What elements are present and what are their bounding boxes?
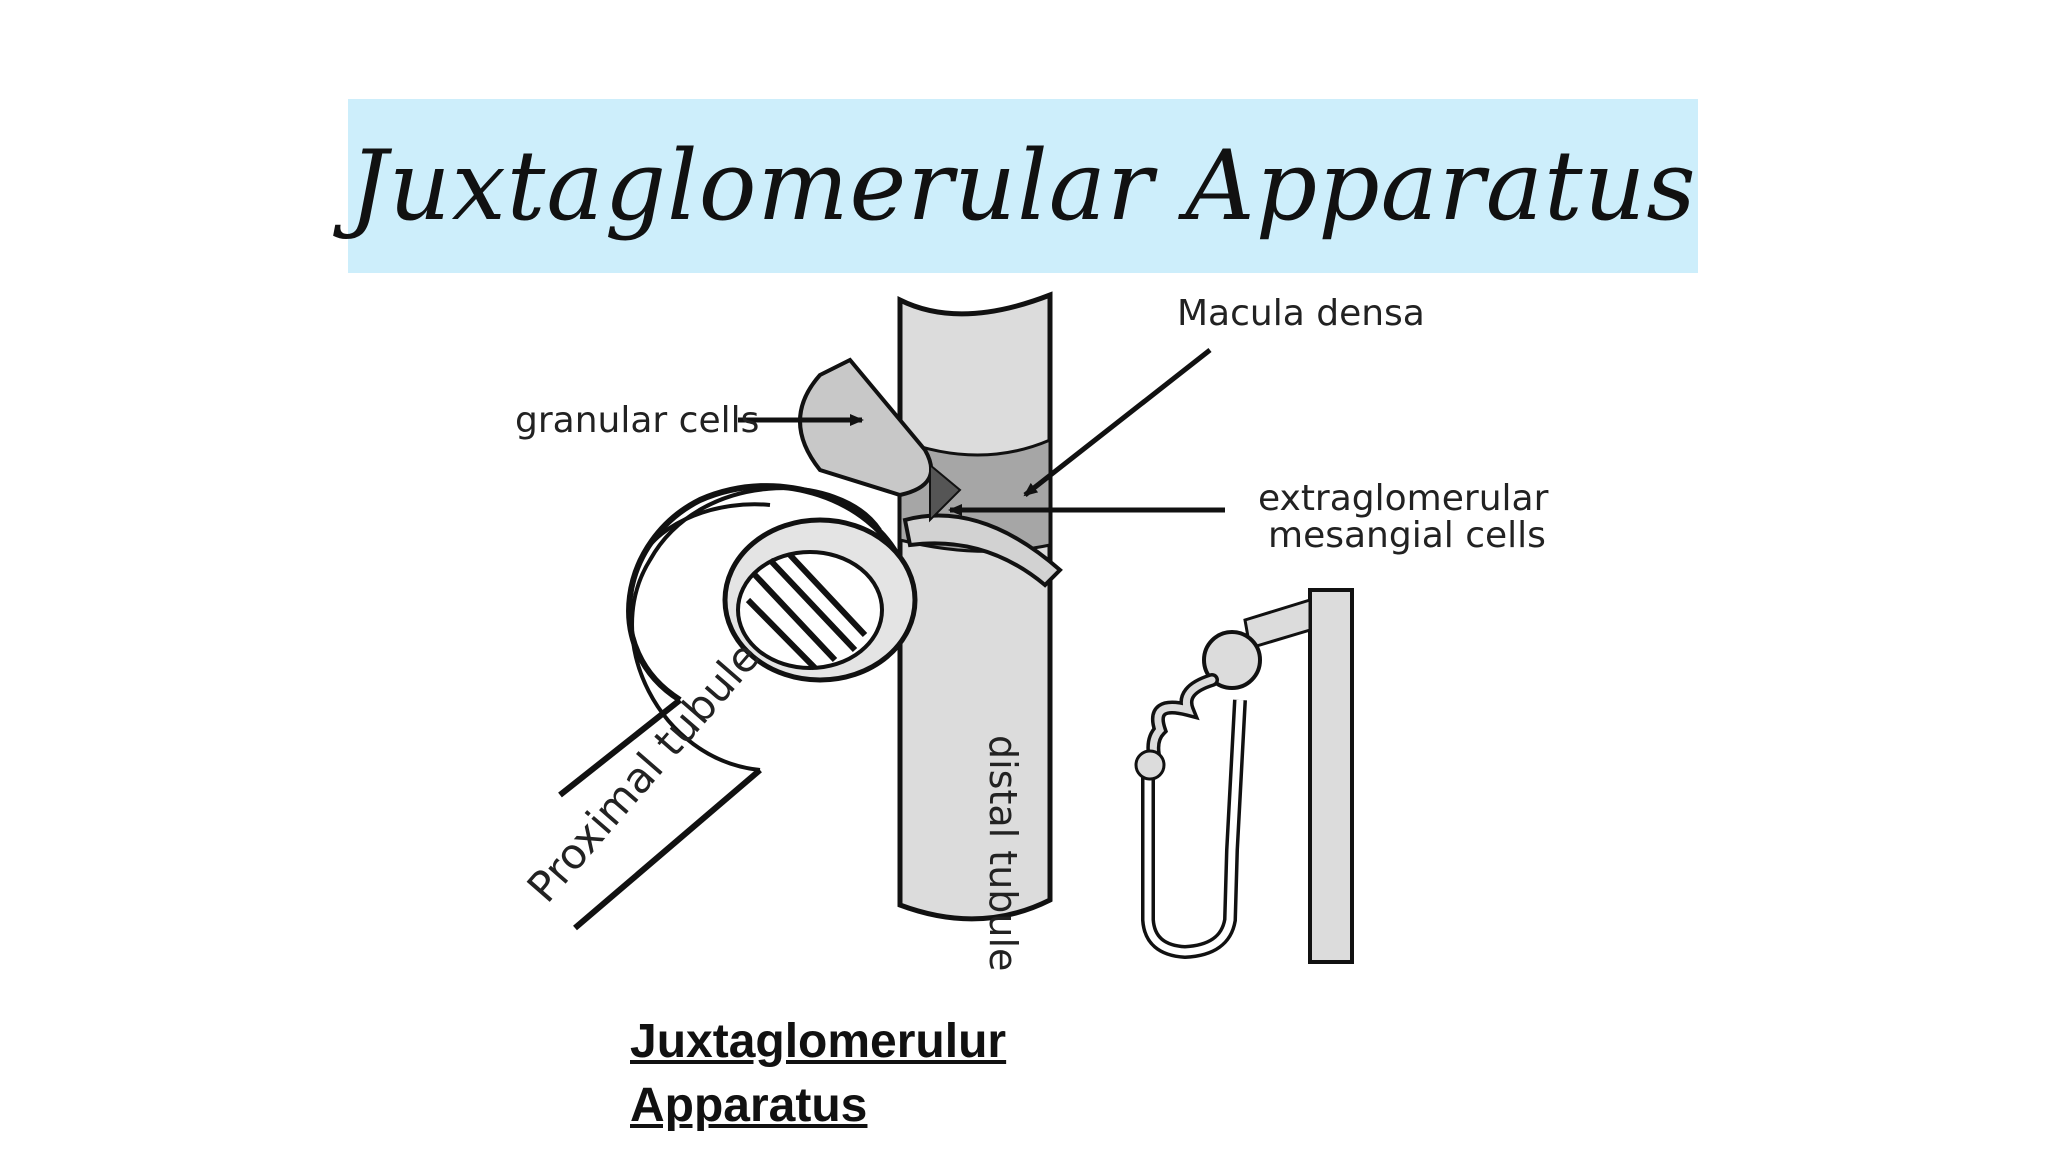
- proximal-tubule: [525, 483, 903, 931]
- glomerulus: [722, 517, 918, 683]
- granular-cells-label: granular cells: [515, 400, 759, 441]
- caption-line-1: Juxtaglomerulur: [630, 1015, 1007, 1068]
- caption-line-2: Apparatus: [630, 1079, 868, 1132]
- arteriole: [798, 357, 1063, 588]
- macula-densa-arrow: [1023, 348, 1212, 497]
- page-title: Juxtaglomerular Apparatus: [349, 130, 1697, 242]
- title-banner: Juxtaglomerular Apparatus: [348, 99, 1698, 273]
- extraglomerular-label: extraglomerular: [1258, 478, 1549, 519]
- macula-densa-label: Macula densa: [1177, 293, 1425, 334]
- distal-tubule-label: distal tubule: [981, 735, 1025, 971]
- distal-tubule: [897, 291, 1053, 922]
- mesangial-cells-label: mesangial cells: [1268, 515, 1546, 556]
- nephron-schematic: [1134, 588, 1354, 964]
- diagram-caption: Juxtaglomerulur Apparatus: [630, 1010, 1006, 1138]
